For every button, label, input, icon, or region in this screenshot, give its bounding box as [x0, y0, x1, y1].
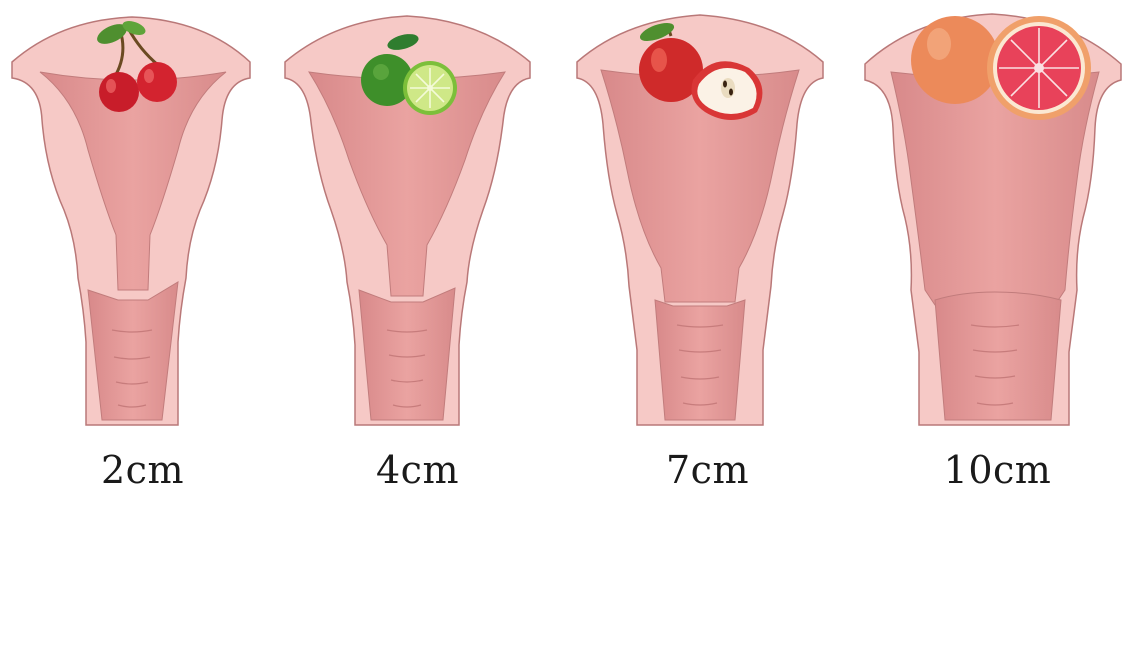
dilation-stage-2cm: 2cm [0, 0, 285, 662]
dilation-label: 10cm [855, 448, 1140, 492]
dilation-label: 4cm [275, 448, 560, 492]
cervical-canal [359, 288, 455, 420]
lime-icon [275, 0, 560, 122]
cervical-canal [655, 300, 745, 420]
grapefruit-icon [855, 0, 1140, 122]
dilation-stage-7cm: 7cm [565, 0, 850, 662]
dilation-label: 2cm [0, 448, 285, 492]
cervical-canal [935, 292, 1061, 420]
apple-icon [565, 0, 850, 122]
cherry-icon [0, 0, 285, 122]
cervical-canal [88, 282, 178, 420]
dilation-label: 7cm [565, 448, 850, 492]
dilation-stage-10cm: 10cm [855, 0, 1140, 662]
dilation-stage-4cm: 4cm [275, 0, 560, 662]
